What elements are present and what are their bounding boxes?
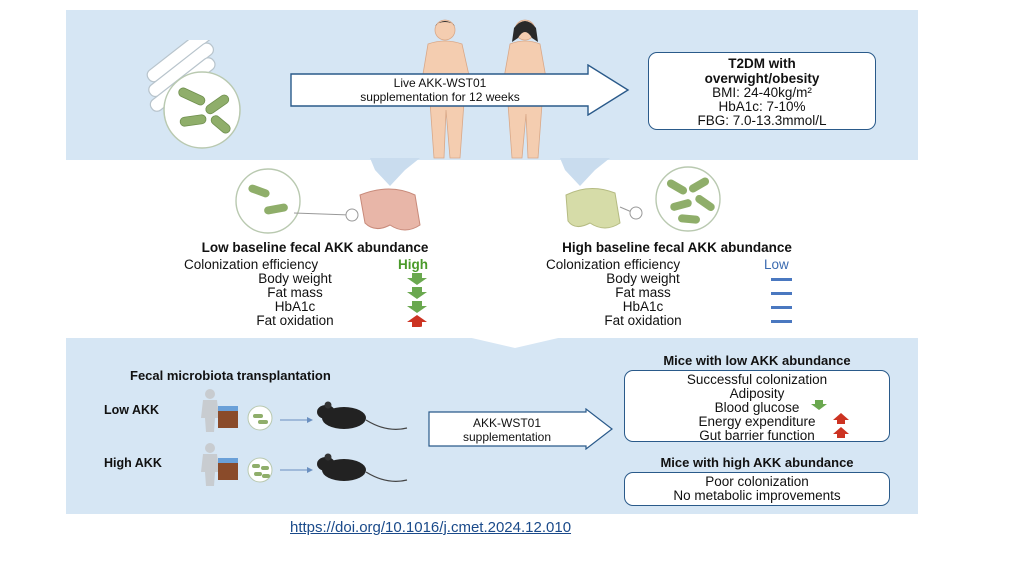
low-colonization-value: High — [398, 257, 428, 272]
down-arrow-icon — [407, 287, 427, 299]
low-mice-indicators — [811, 400, 849, 438]
low-row-colonization: Colonization efficiency High — [130, 258, 460, 272]
criteria-bmi: BMI: 24-40kg/m² — [712, 85, 812, 100]
down-arrow-icon — [407, 273, 427, 285]
high-row-colonization: Colonization efficiency Low — [478, 258, 808, 272]
no-change-icon — [771, 278, 792, 281]
criteria-title-line2: overwight/obesity — [704, 71, 820, 86]
low-akk-gut-illustration — [235, 168, 421, 234]
low-row-fat-mass: Fat mass — [267, 285, 323, 300]
up-arrow-icon — [833, 427, 849, 438]
high-colonization-value: Low — [764, 257, 789, 272]
high-akk-gut-illustration — [565, 166, 721, 232]
mouse-low — [317, 401, 408, 430]
mouse-arrow-line1: AKK-WST01 — [472, 416, 541, 430]
mouse-supplementation-arrow — [428, 408, 613, 450]
high-row-fat-mass: Fat mass — [615, 285, 671, 300]
no-change-icon — [771, 292, 792, 295]
mouse-arrow-label: AKK-WST01 supplementation — [432, 416, 582, 444]
high-baseline-rows: Colonization efficiency Low Body weight … — [478, 258, 808, 328]
down-arrow-icon — [811, 400, 827, 410]
high-baseline-indicators — [771, 278, 792, 323]
converge-arrow — [420, 326, 610, 348]
high-baseline-heading: High baseline fecal AKK abundance — [562, 240, 792, 255]
low-baseline-indicators — [407, 273, 427, 327]
low-row-hba1c: HbA1c — [274, 299, 316, 314]
high-row-hba1c: HbA1c — [622, 299, 664, 314]
high-akk-label: High AKK — [104, 456, 162, 470]
high-mice-heading: Mice with high AKK abundance — [660, 455, 854, 470]
fmt-illustration — [201, 389, 408, 486]
low-baseline-heading: Low baseline fecal AKK abundance — [201, 240, 429, 255]
low-mice-item-blood-glucose: Blood glucose — [714, 400, 800, 415]
low-baseline-rows: Colonization efficiency High Body weight… — [130, 258, 460, 328]
supplementation-arrow — [290, 64, 630, 116]
high-row-fat-oxidation: Fat oxidation — [604, 313, 682, 328]
low-mice-box: Successful colonization Adiposity Blood … — [624, 370, 890, 443]
up-arrow-icon — [833, 413, 849, 424]
capsules-bacteria-illustration — [146, 40, 241, 149]
inclusion-criteria-box: T2DM with overwight/obesity BMI: 24-40kg… — [648, 52, 876, 130]
down-arrow-icon — [407, 301, 427, 313]
donor-low — [201, 389, 313, 432]
arrow-text-line1: Live AKK-WST01 — [393, 76, 487, 90]
low-mice-item-colonization: Successful colonization — [686, 372, 828, 387]
donor-high — [201, 443, 313, 486]
mouse-high — [317, 453, 408, 482]
high-mice-item-metabolic: No metabolic improvements — [673, 488, 841, 503]
high-row-colonization-label: Colonization efficiency — [546, 257, 681, 272]
branch-arrows — [370, 158, 610, 186]
supplementation-arrow-label: Live AKK-WST01 supplementation for 12 we… — [300, 76, 580, 104]
mouse-arrow-line2: supplementation — [462, 430, 552, 444]
no-change-icon — [771, 306, 792, 309]
no-change-icon — [771, 320, 792, 323]
low-mice-heading: Mice with low AKK abundance — [663, 353, 851, 368]
high-mice-box: Poor colonization No metabolic improveme… — [624, 472, 890, 506]
up-arrow-icon — [407, 315, 427, 327]
high-mice-item-colonization: Poor colonization — [705, 474, 809, 489]
low-row-fat-oxidation: Fat oxidation — [256, 313, 334, 328]
criteria-fbg: FBG: 7.0-13.3mmol/L — [697, 113, 827, 128]
criteria-title-line1: T2DM with — [728, 56, 796, 71]
low-row-body-weight: Body weight — [258, 271, 332, 286]
arrow-text-line2: supplementation for 12 weeks — [360, 90, 520, 104]
low-mice-item-energy: Energy expenditure — [698, 414, 816, 429]
low-row-colonization-label: Colonization efficiency — [184, 257, 319, 272]
fmt-title: Fecal microbiota transplantation — [130, 368, 331, 383]
criteria-hba1c: HbA1c: 7-10% — [718, 99, 806, 114]
high-row-body-weight: Body weight — [606, 271, 680, 286]
low-mice-item-adiposity: Adiposity — [729, 386, 785, 401]
low-mice-item-gut-barrier: Gut barrier function — [699, 428, 815, 443]
low-akk-label: Low AKK — [104, 403, 160, 417]
doi-link[interactable]: https://doi.org/10.1016/j.cmet.2024.12.0… — [290, 519, 572, 536]
